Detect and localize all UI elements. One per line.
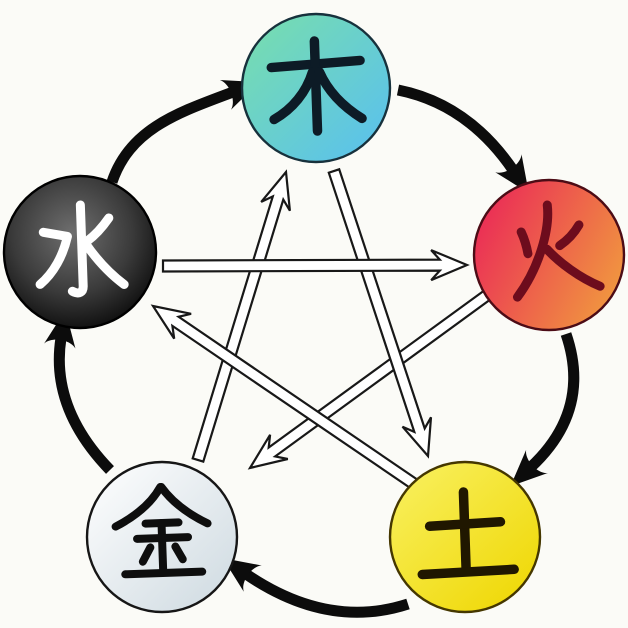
glyph-metal [111,482,212,579]
overcoming-arrow-wood-to-earth [327,167,433,459]
element-node-water [2,174,158,330]
element-node-fire [472,178,626,332]
overcoming-arrow-fire-to-metal [247,287,495,470]
overcoming-cycle-arrows [150,167,495,495]
generating-arrow-fire-to-earth [510,332,580,487]
glyph-water [35,200,129,298]
generating-cycle-arrows [44,80,580,618]
generating-arrow-metal-to-water [44,310,114,474]
overcoming-arrow-earth-to-water [150,304,425,495]
glyph-wood [266,36,367,136]
generating-arrow-water-to-wood [106,80,260,184]
element-node-earth [388,460,542,614]
generating-arrow-wood-to-fire [396,84,529,194]
overcoming-arrow-water-to-fire [161,249,470,282]
element-nodes [2,12,626,614]
element-node-metal [85,460,239,614]
glyph-earth [417,487,519,580]
overcoming-arrow-metal-to-wood [191,169,291,463]
element-node-wood [240,12,392,164]
glyph-fire [512,200,605,302]
generating-arrow-earth-to-metal [222,558,410,618]
